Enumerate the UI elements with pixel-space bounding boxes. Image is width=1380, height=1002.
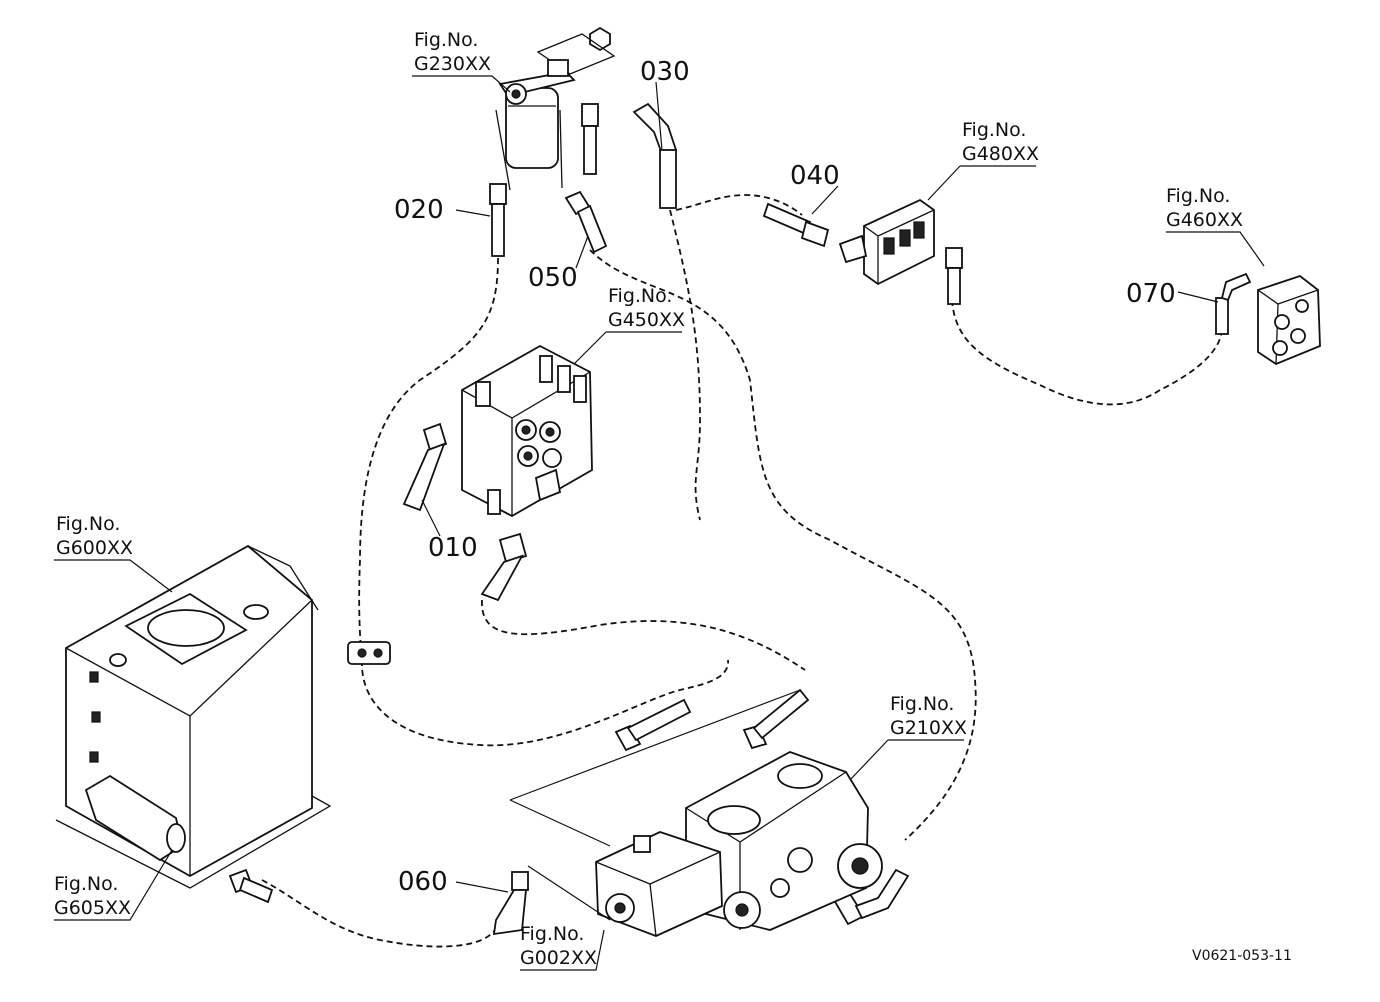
fig-ref-g480: Fig.No. G480XX — [962, 119, 1039, 165]
fittings — [228, 26, 1252, 936]
hose-020 — [358, 257, 499, 661]
filter-assembly-g230 — [495, 59, 576, 191]
svg-text:Fig.No.: Fig.No. — [1166, 185, 1230, 207]
fitting-010-upper — [402, 422, 448, 512]
leader-lines — [54, 75, 1265, 971]
label-010: 010 — [428, 533, 478, 563]
svg-text:G605XX: G605XX — [54, 897, 131, 919]
hose-050 — [589, 249, 977, 841]
fitting-070-end — [945, 247, 1252, 335]
fitting-040-end — [762, 202, 830, 248]
hydraulic-tank-g600 — [55, 544, 332, 889]
svg-text:G230XX: G230XX — [414, 53, 491, 75]
svg-text:Fig.No.: Fig.No. — [520, 923, 584, 945]
svg-text:Fig.No.: Fig.No. — [608, 285, 672, 307]
fitting-pump-elbow — [832, 868, 910, 926]
fig-ref-g210: Fig.No. G210XX — [890, 693, 967, 739]
part-number-labels: 020 030 040 050 070 010 060 — [394, 57, 1176, 897]
hose-010-return — [361, 659, 729, 747]
fig-ref-g460: Fig.No. G460XX — [1166, 185, 1243, 231]
svg-text:G210XX: G210XX — [890, 717, 967, 739]
fitting-020-end — [489, 183, 507, 257]
fitting-010-lower — [480, 532, 528, 602]
svg-text:Fig.No.: Fig.No. — [414, 29, 478, 51]
hose-010 — [481, 599, 806, 671]
fitting-060-end — [492, 871, 529, 936]
fig-ref-g230: Fig.No. G230XX — [414, 29, 491, 75]
svg-text:Fig.No.: Fig.No. — [890, 693, 954, 715]
hydraulic-pump-g210 — [685, 751, 883, 931]
fitting-030-elbow — [581, 102, 678, 209]
svg-text:G450XX: G450XX — [608, 309, 685, 331]
fitting-050-end — [564, 190, 608, 254]
fitting-mid-left — [614, 698, 692, 752]
svg-text:Fig.No.: Fig.No. — [54, 873, 118, 895]
fig-ref-g002: Fig.No. G002XX — [520, 923, 597, 969]
label-060: 060 — [398, 867, 448, 897]
fitting-tank-outlet — [228, 868, 274, 904]
svg-text:Fig.No.: Fig.No. — [56, 513, 120, 535]
hose-070 — [951, 299, 1223, 406]
hose-030 — [669, 209, 701, 521]
hose-060 — [261, 879, 496, 948]
label-030: 030 — [640, 57, 690, 87]
control-valve-g450 — [461, 344, 593, 518]
label-050: 050 — [528, 263, 578, 293]
valve-block-g460 — [1257, 274, 1321, 366]
fig-ref-g450: Fig.No. G450XX — [608, 285, 685, 331]
figure-reference-labels: Fig.No. G230XX Fig.No. G480XX Fig.No. G4… — [54, 29, 1243, 969]
drawing-code: V0621-053-11 — [1192, 948, 1292, 964]
svg-text:G480XX: G480XX — [962, 143, 1039, 165]
hose-clamp — [347, 641, 391, 665]
label-020: 020 — [394, 195, 444, 225]
svg-text:Fig.No.: Fig.No. — [962, 119, 1026, 141]
valve-block-g480 — [838, 198, 935, 286]
svg-text:G460XX: G460XX — [1166, 209, 1243, 231]
label-040: 040 — [790, 161, 840, 191]
fig-ref-g605: Fig.No. G605XX — [54, 873, 131, 919]
svg-text:G600XX: G600XX — [56, 537, 133, 559]
hose-routes — [261, 194, 1223, 948]
gear-pump-g002 — [595, 831, 723, 937]
fig-ref-g600: Fig.No. G600XX — [56, 513, 133, 559]
fitting-mid-right — [742, 688, 810, 750]
svg-text:G002XX: G002XX — [520, 947, 597, 969]
label-070: 070 — [1126, 279, 1176, 309]
hose-040 — [675, 194, 803, 216]
